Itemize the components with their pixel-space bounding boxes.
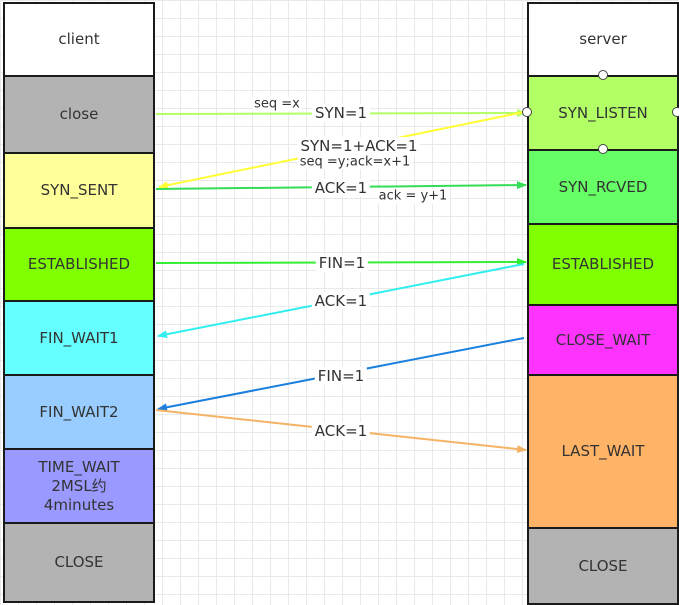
server-state-header: server bbox=[529, 4, 677, 77]
client-state-established: ESTABLISHED bbox=[5, 229, 153, 302]
server-state-last-wait: LAST_WAIT bbox=[529, 376, 677, 529]
message-note-seq-y: seq =y;ack=x+1 bbox=[297, 154, 413, 170]
message-label-ack-2: ACK=1 bbox=[311, 292, 371, 310]
client-column: client close SYN_SENT ESTABLISHED FIN_WA… bbox=[3, 2, 155, 603]
message-label-fin-1: FIN=1 bbox=[315, 254, 369, 272]
connection-handle-right[interactable] bbox=[672, 107, 679, 117]
server-state-established: ESTABLISHED bbox=[529, 225, 677, 306]
message-note-ack-y: ack = y+1 bbox=[376, 188, 450, 204]
client-state-syn-sent: SYN_SENT bbox=[5, 154, 153, 229]
server-state-syn-listen: SYN_LISTEN bbox=[529, 77, 677, 151]
server-state-close-wait: CLOSE_WAIT bbox=[529, 306, 677, 376]
message-label-fin-2: FIN=1 bbox=[314, 367, 368, 385]
connection-handle-bottom[interactable] bbox=[598, 144, 608, 154]
server-state-syn-rcved: SYN_RCVED bbox=[529, 151, 677, 225]
server-column: server SYN_LISTEN SYN_RCVED ESTABLISHED … bbox=[527, 2, 679, 605]
client-state-header: client bbox=[5, 4, 153, 77]
client-state-close-final: CLOSE bbox=[5, 524, 153, 601]
client-state-time-wait: TIME_WAIT 2MSL约 4minutes bbox=[5, 450, 153, 524]
client-state-fin-wait2: FIN_WAIT2 bbox=[5, 376, 153, 450]
message-label-syn-ack: SYN=1+ACK=1 bbox=[297, 137, 421, 155]
message-label-syn: SYN=1 bbox=[311, 104, 371, 122]
connection-handle-top[interactable] bbox=[598, 70, 608, 80]
message-label-ack-3: ACK=1 bbox=[311, 422, 371, 440]
message-label-ack-1: ACK=1 bbox=[311, 179, 371, 197]
connection-handle-left[interactable] bbox=[522, 107, 532, 117]
message-note-seq-x: seq =x bbox=[252, 96, 302, 112]
client-state-fin-wait1: FIN_WAIT1 bbox=[5, 302, 153, 376]
client-state-close: close bbox=[5, 77, 153, 154]
server-state-close-final: CLOSE bbox=[529, 529, 677, 603]
